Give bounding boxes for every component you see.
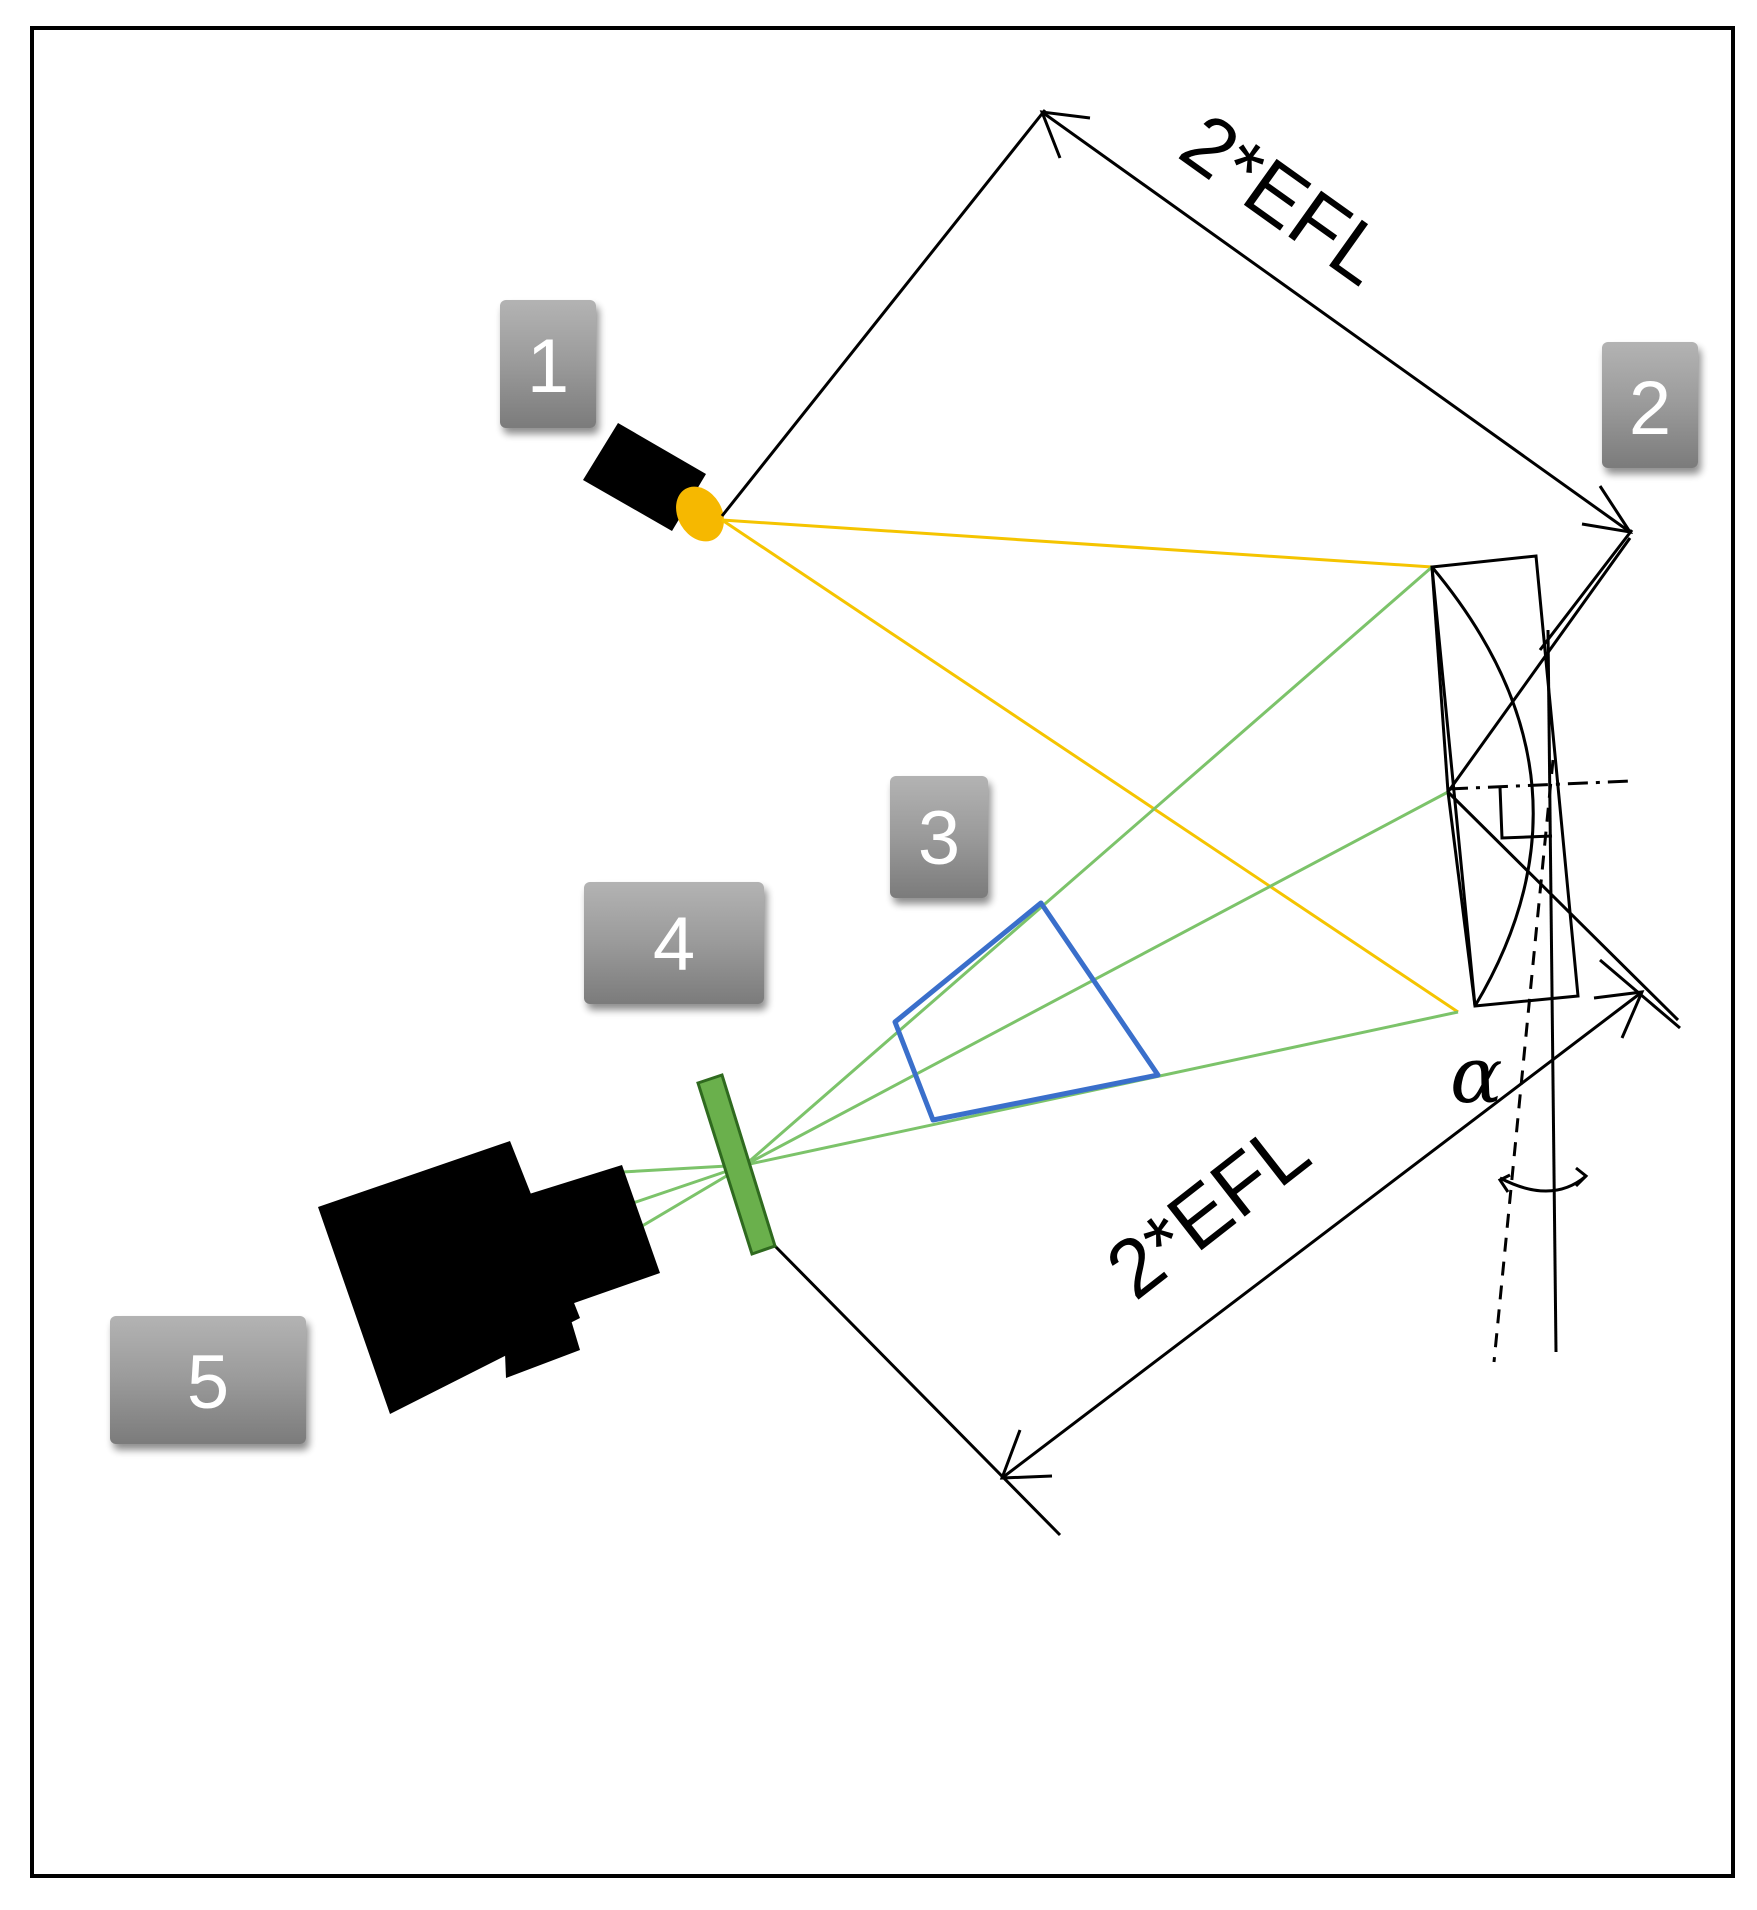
light-source-emitter: [676, 486, 724, 542]
badge-5: 5: [110, 1316, 306, 1444]
lens-normal-line: [1546, 629, 1558, 1353]
light-source: [583, 423, 724, 542]
top-dimension-line: [1041, 110, 1631, 534]
badge-5-text: 5: [187, 1340, 229, 1425]
horizontal-axis-dashdot: [1447, 779, 1633, 791]
top-extension-left: [720, 109, 1047, 517]
angle-arc-tick-right: [1574, 1166, 1589, 1188]
lens-curved-surface: [1430, 566, 1535, 1007]
outer-frame: [30, 26, 1735, 1878]
badge-4-text: 4: [653, 902, 695, 987]
angle-alpha-label: α: [1450, 1031, 1503, 1121]
top-dimension: [720, 109, 1634, 651]
bottom-dimension-line: [1001, 990, 1643, 1480]
bottom-dimension-label: 2*EFL: [1090, 1104, 1326, 1316]
badge-1: 1: [500, 300, 596, 428]
badge-1-text: 1: [527, 324, 569, 409]
optical-axis-dashed: [1492, 759, 1555, 1363]
bottom-extension-left: [770, 1241, 1062, 1537]
bottom-dimension: [770, 958, 1681, 1537]
badge-3: 3: [890, 776, 988, 898]
light-source-body: [583, 423, 706, 531]
source-rays: [721, 518, 1459, 1014]
top-arrow-right: [1581, 485, 1634, 535]
lens-outline: [1430, 554, 1580, 1008]
badge-2: 2: [1602, 342, 1698, 468]
badge-3-text: 3: [918, 796, 960, 881]
badge-4: 4: [584, 882, 764, 1004]
bottom-arrow-left: [999, 1429, 1053, 1480]
angle-arc-tick-left: [1497, 1173, 1511, 1193]
bottom-arrow-right: [1593, 990, 1645, 1039]
badge-2-text: 2: [1629, 366, 1671, 451]
top-arrow-left: [1039, 110, 1091, 159]
top-extension-right: [1538, 529, 1634, 651]
filter-plate: [696, 1073, 777, 1256]
dove-prism: [892, 900, 1161, 1123]
camera: [318, 1141, 660, 1414]
collimator-lens: [1430, 537, 1680, 1363]
camera-lens-barrel: [510, 1165, 660, 1315]
top-dimension-label: 2*EFL: [1165, 96, 1403, 302]
right-angle-marker: [1498, 786, 1553, 840]
